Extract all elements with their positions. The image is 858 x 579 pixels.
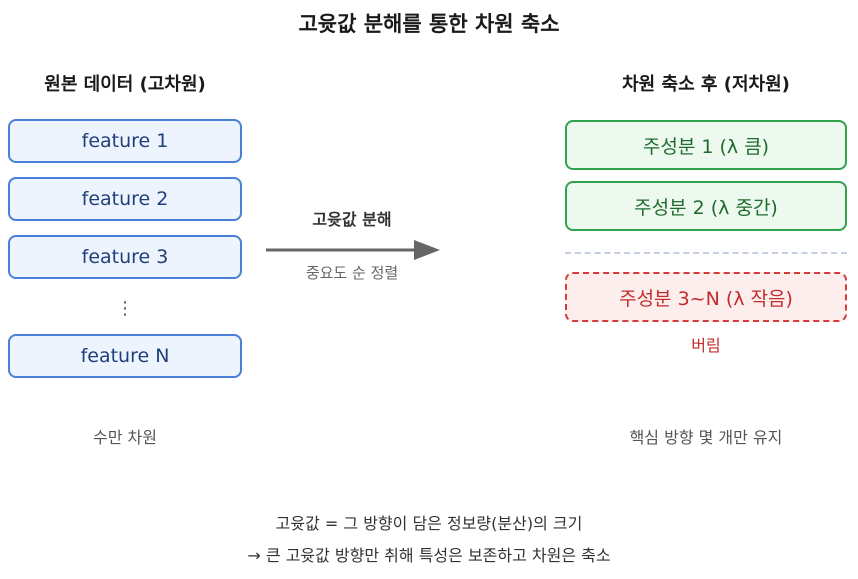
right-heading: 차원 축소 후 (저차원) — [622, 74, 790, 95]
arrow-sublabel: 중요도 순 정렬 — [305, 264, 399, 282]
arrow-label: 고윳값 분해 — [312, 210, 392, 229]
note-line-1: 고윳값 = 그 방향이 담은 정보량(분산)의 크기 — [275, 514, 583, 533]
feature-box-n: feature N — [8, 334, 242, 378]
separator-line — [565, 252, 847, 254]
dropped-component-box: 주성분 3~N (λ 작음) — [565, 272, 847, 322]
feature-box-1: feature 1 — [8, 119, 242, 163]
right-caption: 핵심 방향 몇 개만 유지 — [629, 428, 783, 447]
diagram-title: 고윳값 분해를 통한 차원 축소 — [298, 12, 560, 36]
left-heading: 원본 데이터 (고차원) — [44, 74, 206, 95]
dropped-label: 버림 — [691, 336, 721, 355]
component-box-2: 주성분 2 (λ 중간) — [565, 181, 847, 231]
right-arrow-icon — [266, 240, 440, 260]
feature-box-2: feature 2 — [8, 177, 242, 221]
feature-box-3: feature 3 — [8, 235, 242, 279]
note-line-2: → 큰 고윳값 방향만 취해 특성은 보존하고 차원은 축소 — [247, 546, 611, 565]
feature-ellipsis: ⋮ — [116, 298, 134, 319]
component-box-1: 주성분 1 (λ 큼) — [565, 120, 847, 170]
arrow-head — [414, 240, 440, 260]
left-caption: 수만 차원 — [93, 428, 157, 447]
